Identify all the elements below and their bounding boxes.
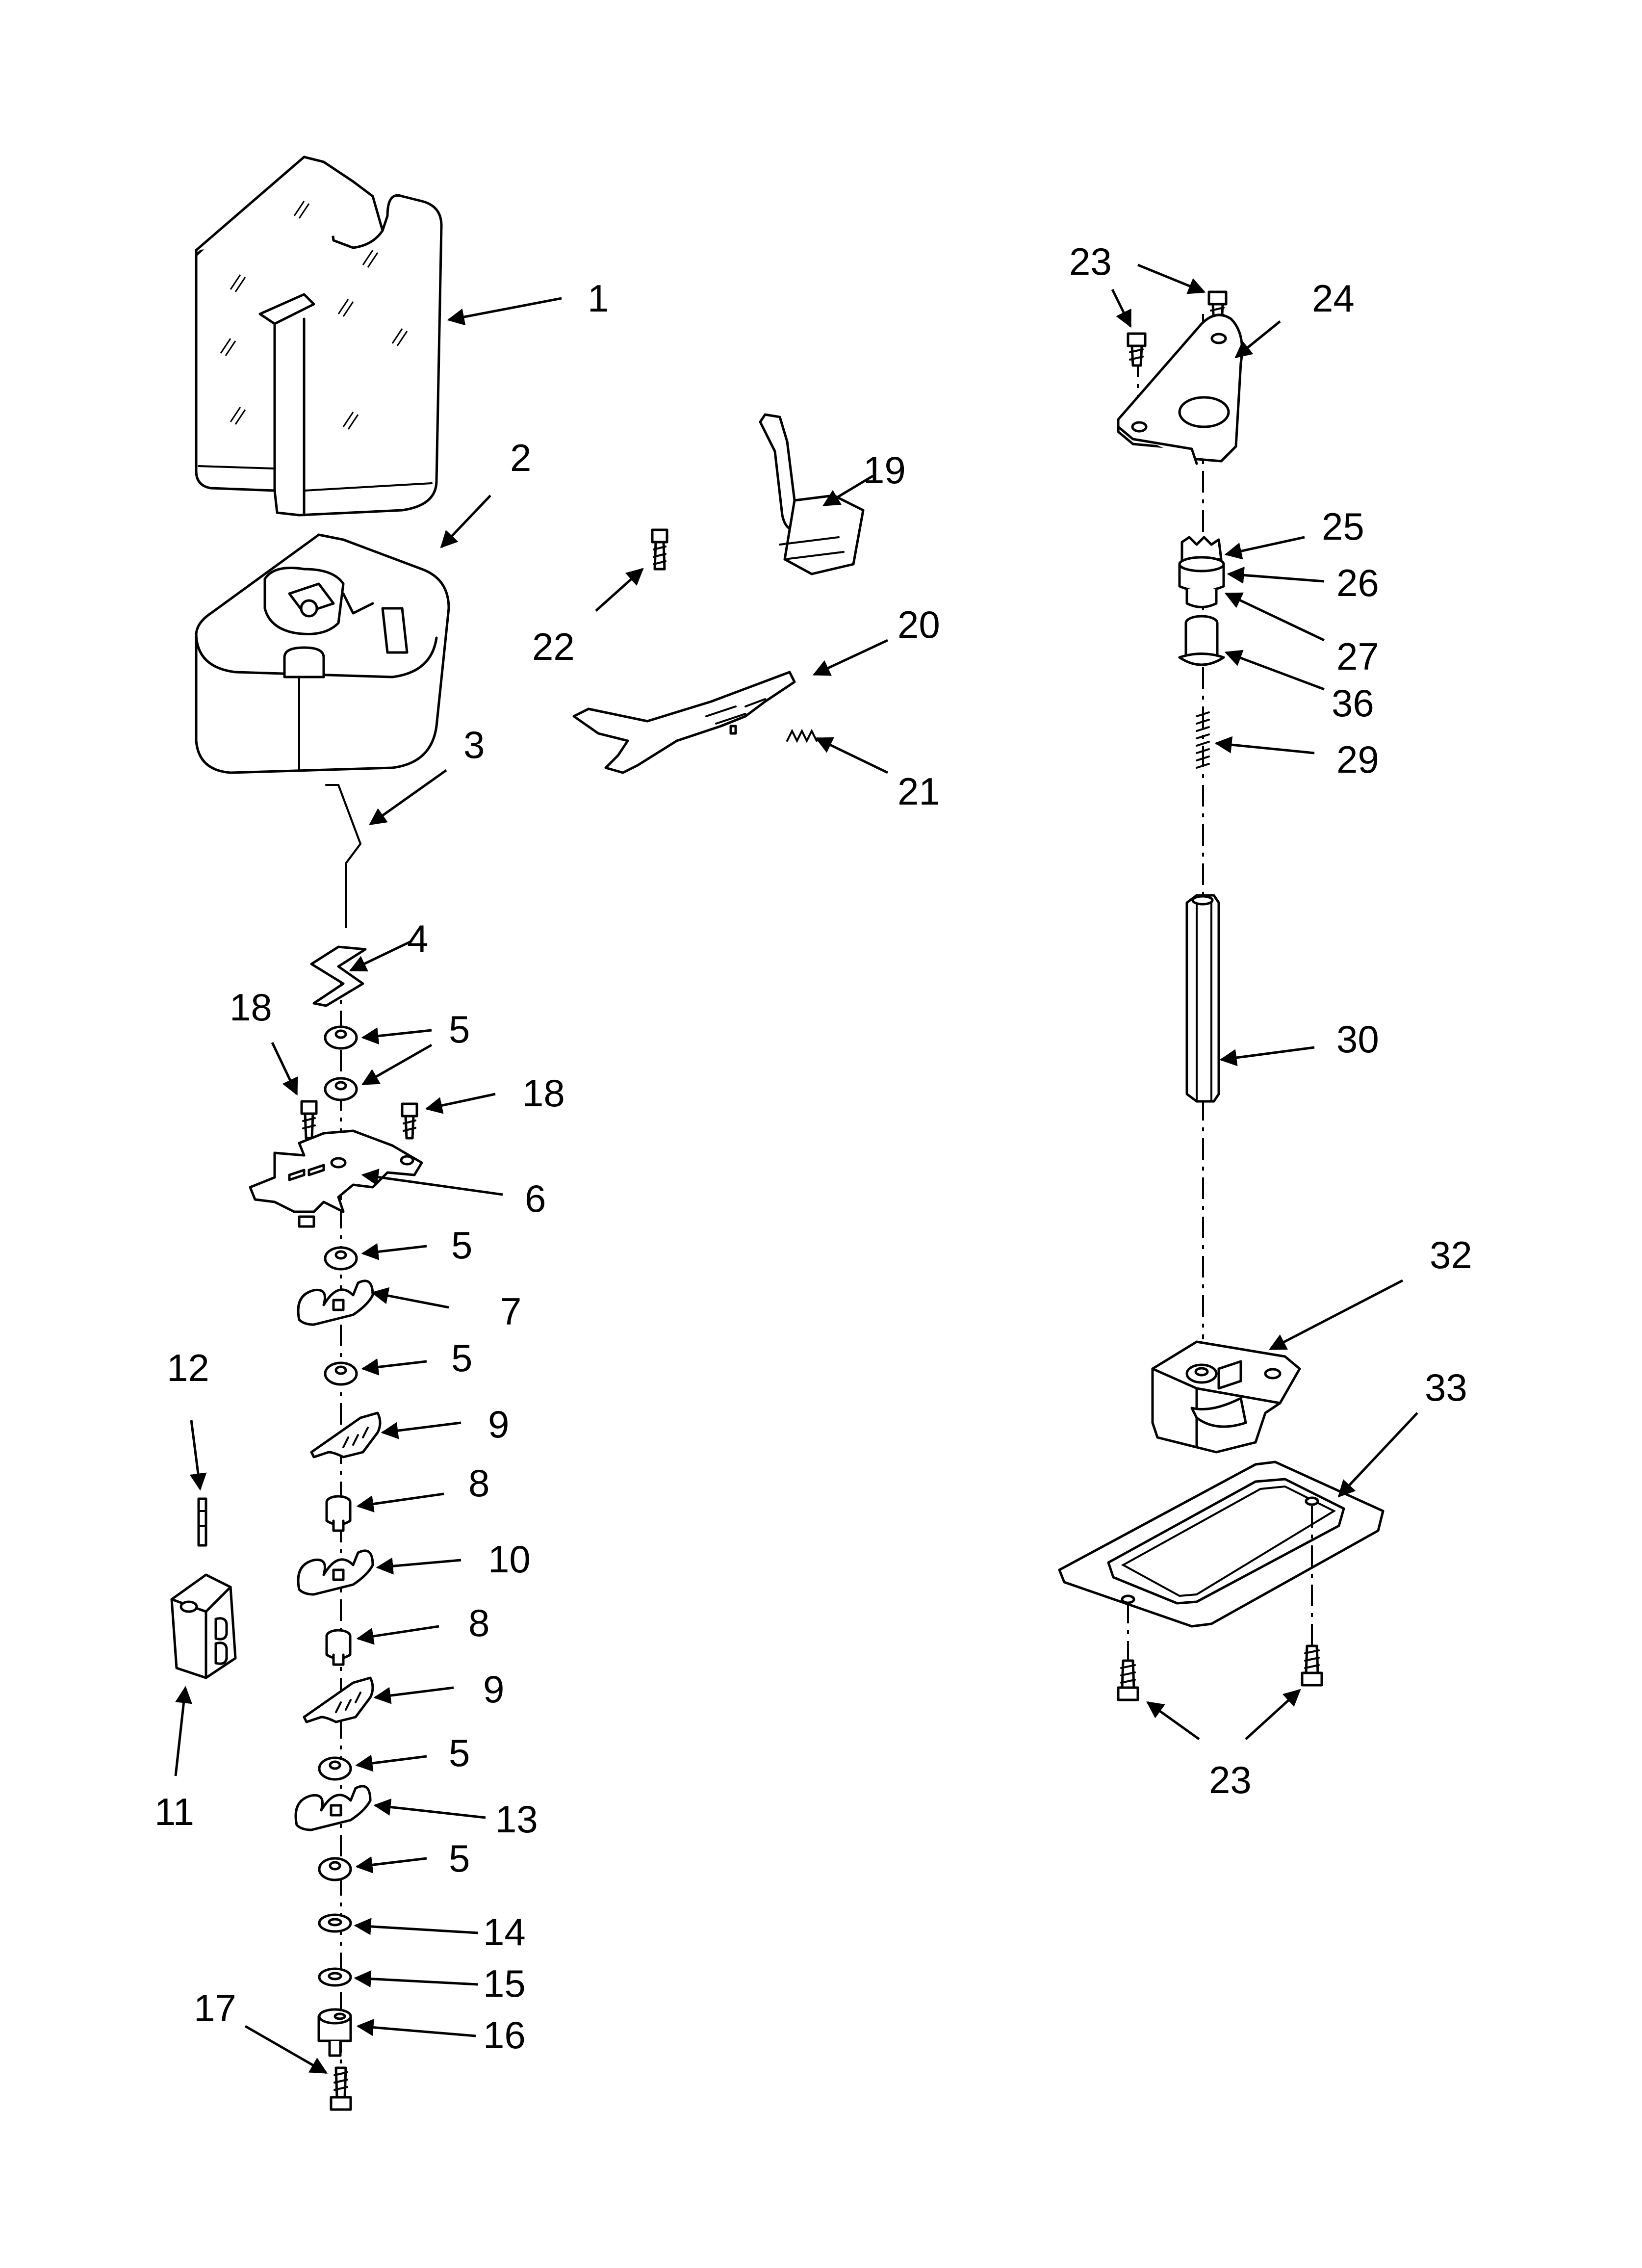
- callout-8-lower: 8: [468, 1601, 489, 1644]
- part-14-washer[interactable]: [318, 1913, 352, 1933]
- callout-5-e: 5: [449, 1731, 470, 1774]
- callout-5-c: 5: [451, 1224, 472, 1267]
- callout-29: 29: [1336, 738, 1379, 781]
- part-2-ice-bin[interactable]: [195, 533, 450, 774]
- part-24-bracket[interactable]: [1117, 313, 1243, 465]
- part-5-spacer-a[interactable]: [324, 1025, 358, 1050]
- callout-3: 3: [463, 723, 485, 766]
- part-10-cutter-blade[interactable]: [297, 1549, 374, 1596]
- part-25-26-27-actuator[interactable]: [1178, 536, 1225, 608]
- callout-9-lower: 9: [483, 1668, 504, 1711]
- part-7-cutter-blade[interactable]: [297, 1279, 374, 1326]
- part-3-auger-rod[interactable]: [325, 784, 362, 928]
- part-8-upper-bushing[interactable]: [325, 1495, 352, 1532]
- part-32-auger-motor[interactable]: [1151, 1340, 1301, 1454]
- callout-2: 2: [510, 436, 531, 479]
- part-1-ice-bin-cover[interactable]: [195, 156, 443, 517]
- callout-7: 7: [500, 1290, 521, 1333]
- callout-36: 36: [1332, 681, 1374, 725]
- callout-1: 1: [588, 277, 609, 320]
- callout-26: 26: [1336, 561, 1379, 604]
- callout-11: 11: [154, 1790, 194, 1833]
- callout-10: 10: [488, 1538, 531, 1581]
- part-5-spacer-d[interactable]: [324, 1361, 358, 1386]
- callout-19: 19: [863, 448, 906, 492]
- part-23-screw-top-left[interactable]: [1127, 332, 1147, 367]
- part-13-cutter-blade[interactable]: [294, 1785, 372, 1831]
- part-33-mounting-plate[interactable]: [1058, 1460, 1385, 1628]
- callout-27: 27: [1336, 635, 1379, 678]
- part-11-bearing-block[interactable]: [170, 1573, 237, 1679]
- callout-14: 14: [483, 1910, 526, 1954]
- part-8-lower-bushing[interactable]: [325, 1629, 352, 1666]
- part-18-screw-right[interactable]: [401, 1102, 418, 1140]
- callout-5-f: 5: [449, 1837, 470, 1880]
- callout-25: 25: [1322, 505, 1364, 548]
- callout-6: 6: [525, 1177, 546, 1220]
- part-5-spacer-c[interactable]: [324, 1246, 358, 1271]
- callout-23-bottom: 23: [1209, 1758, 1252, 1801]
- callout-24: 24: [1312, 277, 1355, 320]
- callout-8-upper: 8: [468, 1461, 489, 1505]
- callout-12: 12: [167, 1346, 209, 1389]
- part-19-shutter-door[interactable]: [759, 413, 865, 575]
- callout-18-left: 18: [230, 986, 272, 1029]
- part-16-coupler[interactable]: [317, 2008, 352, 2057]
- part-5-spacer-e[interactable]: [318, 1756, 352, 1781]
- part-17-screw[interactable]: [330, 2066, 352, 2111]
- callout-18-right: 18: [522, 1071, 565, 1115]
- callout-17: 17: [194, 1986, 236, 2030]
- part-18-screw-left[interactable]: [300, 1100, 318, 1140]
- part-20-dispenser-lever[interactable]: [572, 671, 796, 774]
- part-29-spring[interactable]: [1196, 711, 1210, 769]
- part-21-spring[interactable]: [786, 729, 818, 743]
- callout-4: 4: [407, 917, 428, 960]
- part-12-pin[interactable]: [197, 1497, 207, 1547]
- callout-15: 15: [483, 1962, 526, 2005]
- part-23-screw-bottom-left[interactable]: [1117, 1659, 1139, 1701]
- part-30-drive-shaft[interactable]: [1185, 894, 1220, 1103]
- part-9-lower-blade-guard[interactable]: [303, 1676, 374, 1723]
- callout-23-top: 23: [1069, 240, 1112, 283]
- part-5-spacer-b[interactable]: [324, 1077, 358, 1101]
- part-23-screw-bottom-right[interactable]: [1301, 1644, 1323, 1687]
- callout-16: 16: [483, 2013, 526, 2057]
- callout-5-d: 5: [451, 1336, 472, 1380]
- callout-22: 22: [532, 625, 575, 668]
- callout-33: 33: [1425, 1366, 1467, 1409]
- callout-30: 30: [1336, 1017, 1379, 1061]
- part-6-mounting-plate[interactable]: [249, 1129, 423, 1228]
- callout-5-top: 5: [449, 1008, 470, 1051]
- part-22-screw[interactable]: [651, 528, 668, 571]
- part-4-spring-clip[interactable]: [310, 945, 367, 1007]
- part-15-washer[interactable]: [318, 1967, 352, 1987]
- glass-hatch-marks: [220, 201, 408, 430]
- callout-13: 13: [495, 1798, 538, 1841]
- callout-20: 20: [898, 603, 940, 646]
- part-5-spacer-f[interactable]: [318, 1857, 352, 1881]
- part-36-cup[interactable]: [1178, 615, 1225, 666]
- callout-21: 21: [898, 770, 940, 813]
- callout-9-upper: 9: [488, 1403, 509, 1446]
- part-9-upper-blade-guard[interactable]: [310, 1411, 382, 1459]
- callout-32: 32: [1430, 1233, 1472, 1277]
